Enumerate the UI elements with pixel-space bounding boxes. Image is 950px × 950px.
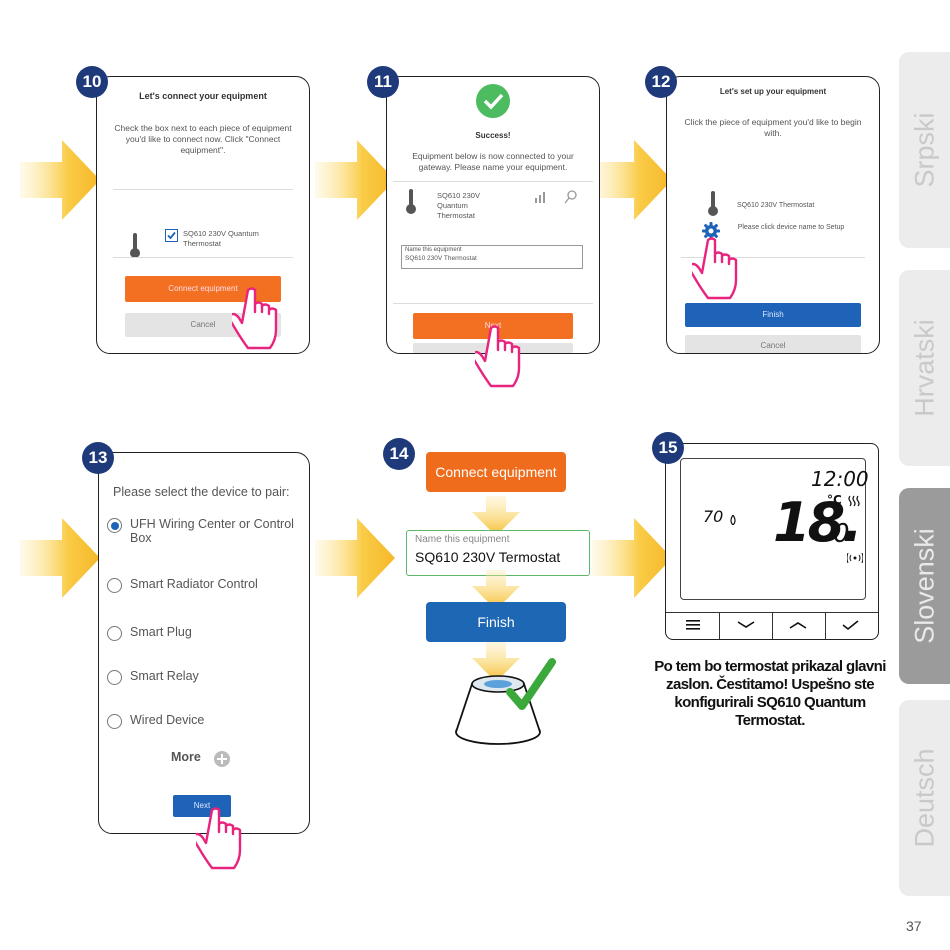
language-tab-deutsch[interactable]: Deutsch [899, 700, 950, 896]
instructions-text: Check the box next to each piece of equi… [114, 123, 292, 156]
arrow-right-icon [315, 140, 395, 220]
device-name: SQ610 230V Quantum Thermostat [183, 229, 259, 248]
finish-button[interactable]: Finish [685, 303, 861, 327]
pointing-hand-icon [196, 807, 242, 870]
device-name[interactable]: SQ610 230V Thermostat [737, 202, 815, 209]
device-option-radiator[interactable]: Smart Radiator Control [107, 577, 258, 593]
arrow-right-icon [315, 518, 395, 598]
more-link[interactable]: More [171, 750, 201, 764]
step-10-screen: Let's connect your equipment Check the b… [96, 76, 310, 354]
water-drop-icon [730, 515, 736, 525]
connect-equipment-button[interactable]: Connect equipment [426, 452, 566, 492]
equipment-name-field[interactable]: Name this equipment SQ610 230V Thermosta… [401, 245, 583, 269]
device-hint: Please click device name to Setup [737, 224, 845, 231]
arrow-right-icon [592, 518, 672, 598]
field-label: Name this equipment [405, 247, 462, 253]
arrow-right-icon [20, 518, 100, 598]
thermometer-icon [708, 191, 718, 216]
identify-icon[interactable] [563, 189, 579, 205]
finish-button[interactable]: Finish [426, 602, 566, 642]
cancel-button[interactable]: Cancel [685, 335, 861, 353]
confirm-check-icon[interactable] [841, 618, 861, 632]
tab-label: Slovenski [909, 528, 939, 644]
pointing-hand-icon [692, 237, 738, 300]
temperature-decimal: 0 [833, 519, 850, 549]
heating-icon [848, 495, 860, 507]
arrow-down-icon [472, 496, 520, 536]
screen-title: Let's set up your equipment [719, 87, 827, 96]
more-label: More [171, 750, 201, 764]
temperature-unit: °C [827, 493, 842, 507]
completion-caption: Po tem bo termostat prikazal glavni zasl… [654, 658, 886, 729]
language-tab-slovenski[interactable]: Slovenski [899, 488, 950, 684]
step-number-badge: 13 [82, 442, 114, 474]
step-number-badge: 14 [383, 438, 415, 470]
device-checkbox[interactable] [165, 229, 178, 242]
language-tab-hrvatski[interactable]: Hrvatski [899, 270, 950, 466]
step-13-screen: Please select the device to pair: UFH Wi… [98, 452, 310, 834]
arrow-down-icon [472, 570, 520, 610]
option-label: UFH Wiring Center or Control Box [130, 517, 294, 545]
clock-display: 12:00 [811, 467, 869, 491]
pointing-hand-icon [475, 325, 521, 388]
pointing-hand-icon [232, 287, 278, 350]
arrow-right-icon [20, 140, 100, 220]
instructions-text: Click the piece of equipment you'd like … [684, 117, 862, 139]
step-number-badge: 11 [367, 66, 399, 98]
device-option-ufh[interactable]: UFH Wiring Center or Control Box [107, 517, 301, 545]
lcd-screen: 12:00 70 18. 0 °C [680, 458, 869, 600]
language-tab-srpski[interactable]: Srpski [899, 52, 950, 248]
option-label: Smart Plug [130, 625, 192, 639]
signal-strength-icon [535, 192, 545, 203]
settings-gear-icon[interactable] [701, 221, 721, 241]
plus-circle-icon[interactable] [213, 750, 231, 768]
radio-selected-icon [107, 518, 122, 533]
thermometer-icon [406, 189, 416, 214]
step-number-badge: 15 [652, 432, 684, 464]
field-value: SQ610 230V Thermostat [405, 255, 477, 262]
step-12-screen: Let's set up your equipment Click the pi… [666, 76, 880, 354]
radio-icon [107, 670, 122, 685]
tab-label: Srpski [909, 112, 939, 188]
radio-icon [107, 578, 122, 593]
field-label: Name this equipment [415, 534, 510, 545]
temperature-main: 18. [773, 491, 863, 554]
step-number-badge: 10 [76, 66, 108, 98]
success-message: Equipment below is now connected to your… [412, 151, 574, 173]
thermometer-icon [130, 233, 140, 258]
step-11-screen: Success! Equipment below is now connecte… [386, 76, 600, 354]
page-number: 37 [906, 918, 922, 934]
device-option-wired[interactable]: Wired Device [107, 713, 205, 729]
screen-title: Let's connect your equipment [139, 91, 267, 101]
device-name: SQ610 230V Quantum Thermostat [437, 191, 480, 220]
arrow-down-icon [472, 642, 520, 682]
device-option-relay[interactable]: Smart Relay [107, 669, 199, 685]
chevron-down-icon[interactable] [736, 618, 756, 632]
field-value: SQ610 230V Termostat [415, 549, 561, 565]
radio-icon [107, 714, 122, 729]
screen-title: Please select the device to pair: [113, 485, 290, 499]
step-number-badge: 12 [645, 66, 677, 98]
success-title: Success! [475, 131, 511, 140]
success-check-icon [476, 84, 510, 118]
device-option-plug[interactable]: Smart Plug [107, 625, 192, 641]
wireless-icon [847, 553, 863, 563]
tab-label: Deutsch [909, 748, 939, 848]
humidity-display: 70 [703, 507, 724, 526]
option-label: Smart Radiator Control [130, 577, 258, 591]
tab-label: Hrvatski [909, 319, 939, 417]
menu-icon[interactable] [684, 618, 702, 632]
chevron-up-icon[interactable] [788, 618, 808, 632]
arrow-right-icon [592, 140, 672, 220]
radio-icon [107, 626, 122, 641]
option-label: Wired Device [130, 713, 205, 727]
gateway-device-icon [455, 658, 556, 745]
option-label: Smart Relay [130, 669, 199, 683]
thermostat-display: 12:00 70 18. 0 °C [665, 443, 879, 640]
